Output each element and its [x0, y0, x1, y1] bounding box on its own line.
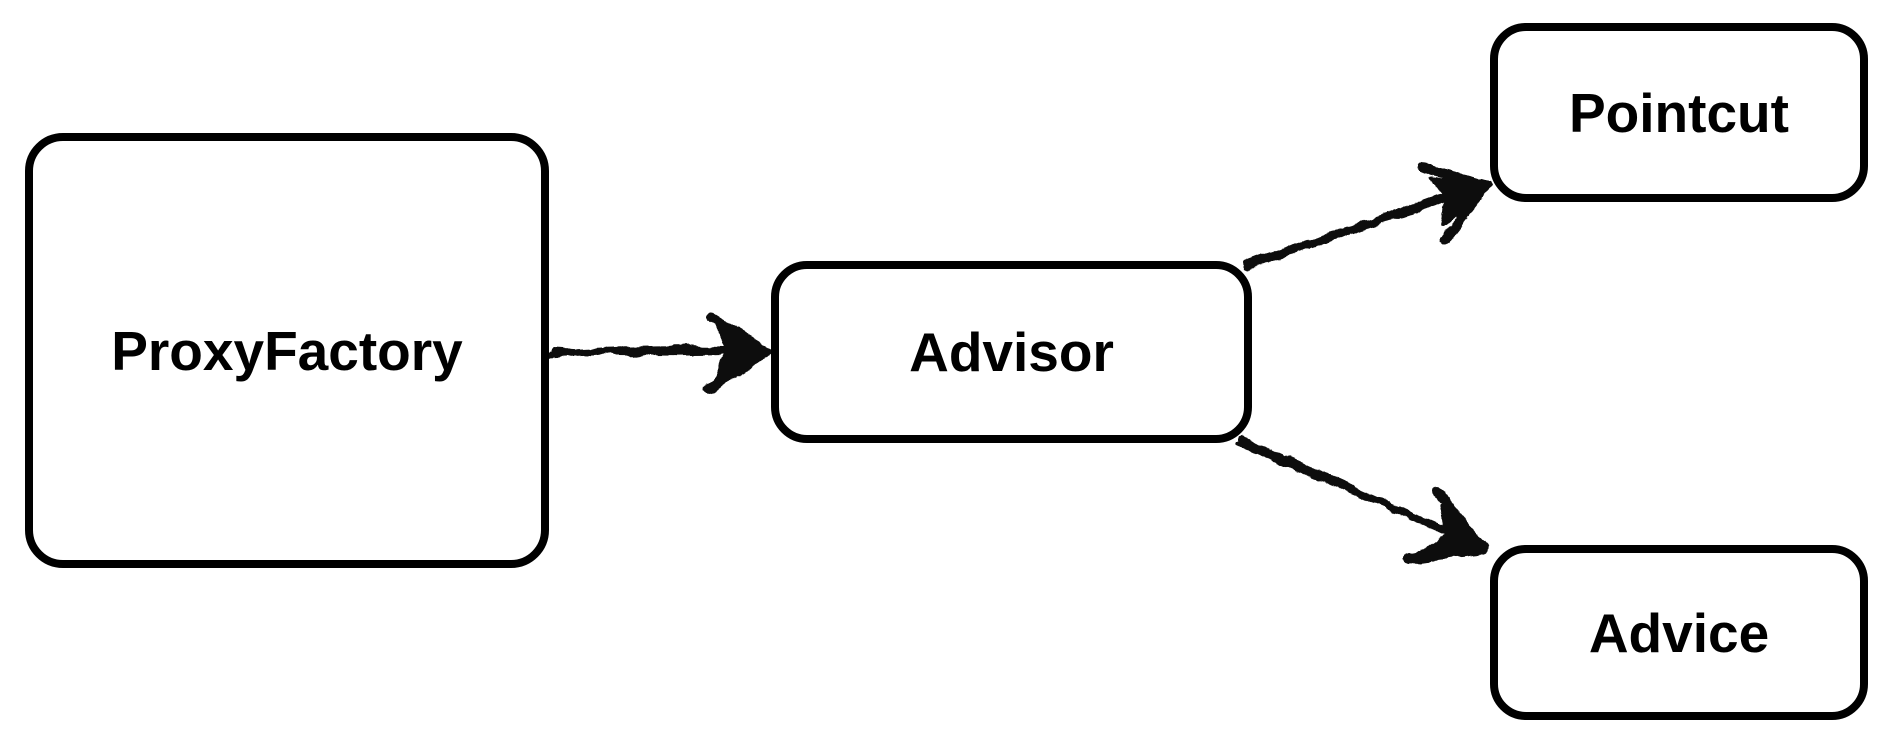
arrow-advisor-to-pointcut — [1242, 162, 1492, 271]
arrowhead-icon — [1414, 502, 1487, 558]
node-advisor-label: Advisor — [909, 321, 1114, 383]
arrowhead-icon — [1415, 162, 1490, 190]
arrowhead-icon — [724, 325, 772, 377]
arrowhead-icon — [706, 312, 770, 355]
arrowhead-icon — [1430, 176, 1489, 228]
node-advisor: Advisor — [771, 261, 1252, 443]
arrowhead-icon — [1425, 507, 1490, 557]
arrow-shaft — [1235, 440, 1455, 535]
node-advice: Advice — [1490, 545, 1868, 720]
arrow-shaft — [546, 345, 752, 358]
arrow-advisor-to-advice — [1235, 435, 1490, 565]
arrow-shaft — [1237, 435, 1462, 540]
arrow-shaft — [1242, 188, 1458, 266]
arrowhead-icon — [1439, 183, 1490, 245]
node-advice-label: Advice — [1588, 601, 1770, 664]
arrow-proxyfactory-to-advisor — [546, 312, 772, 393]
node-pointcut: Pointcut — [1490, 23, 1868, 202]
arrow-shaft — [549, 347, 747, 356]
arrowhead-icon — [1402, 544, 1488, 565]
arrow-shaft — [1243, 190, 1464, 271]
arrowhead-icon — [1440, 177, 1492, 218]
arrowhead-icon — [1431, 485, 1488, 551]
arrowhead-icon — [704, 347, 770, 393]
node-proxyfactory: ProxyFactory — [25, 133, 549, 568]
arrowhead-icon — [714, 323, 769, 381]
node-pointcut-label: Pointcut — [1569, 81, 1789, 144]
node-proxyfactory-label: ProxyFactory — [111, 319, 463, 382]
